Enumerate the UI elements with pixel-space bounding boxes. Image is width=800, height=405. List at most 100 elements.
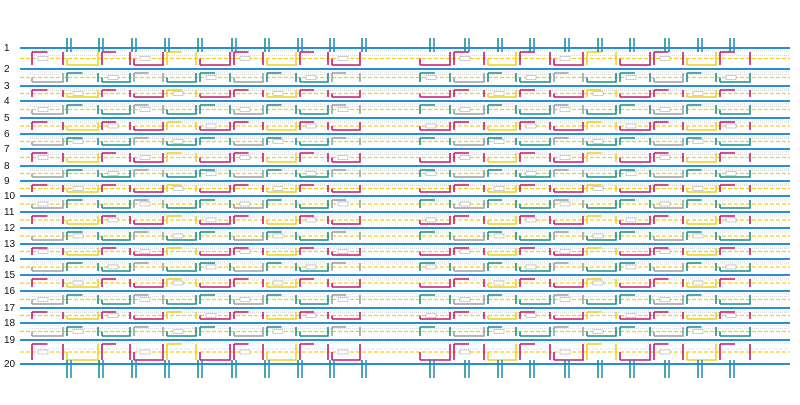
routing-trace	[101, 170, 131, 178]
routing-trace	[487, 137, 517, 145]
cell-tag-box	[107, 123, 119, 129]
routing-trace	[719, 105, 751, 115]
cell-tag-box	[305, 75, 317, 80]
cell-tag-box	[559, 297, 571, 302]
routing-trace	[266, 122, 297, 131]
routing-trace	[266, 312, 297, 320]
cell-tag-box	[139, 349, 151, 355]
routing-trace	[331, 122, 361, 131]
cell-tag-box	[205, 264, 217, 270]
routing-trace	[419, 185, 451, 193]
routing-trace	[331, 216, 361, 225]
routing-trace	[419, 326, 451, 336]
routing-trace	[266, 294, 297, 304]
row-number-label: 19	[4, 335, 16, 346]
routing-trace	[686, 216, 717, 225]
routing-trace	[519, 200, 551, 209]
routing-trace	[519, 215, 551, 224]
cell-tag-box	[592, 91, 604, 96]
routing-trace	[586, 184, 617, 192]
routing-trace	[331, 185, 361, 193]
cell-tag-box	[659, 56, 671, 61]
cell-tag-box	[239, 201, 251, 207]
routing-trace	[66, 326, 99, 336]
routing-trace	[199, 122, 231, 131]
routing-trace	[487, 294, 517, 304]
routing-trace	[101, 327, 131, 337]
cell-tag-box	[425, 217, 437, 223]
routing-trace	[166, 89, 197, 97]
row-number-label: 14	[4, 254, 16, 265]
routing-trace	[686, 122, 717, 131]
routing-trace	[619, 185, 651, 193]
routing-trace	[586, 215, 617, 224]
routing-trace	[553, 294, 584, 304]
routing-trace	[553, 231, 584, 240]
routing-trace	[519, 138, 551, 146]
routing-trace	[31, 121, 64, 130]
routing-trace	[66, 52, 99, 66]
cell-tag-box	[725, 313, 737, 318]
routing-trace	[331, 137, 361, 145]
routing-trace	[66, 137, 99, 145]
routing-trace	[166, 200, 197, 209]
routing-trace	[299, 121, 329, 130]
routing-trace	[233, 73, 264, 83]
routing-trace	[586, 311, 617, 319]
routing-trace	[266, 216, 297, 225]
routing-trace	[553, 72, 584, 82]
routing-trace	[31, 215, 64, 224]
routing-trace	[487, 248, 517, 256]
routing-trace	[419, 216, 451, 225]
bus-lines	[20, 47, 790, 365]
routing-trace	[233, 343, 264, 360]
cell-tag-box	[559, 201, 571, 207]
cell-tag-box	[625, 123, 637, 129]
routing-trace	[653, 73, 684, 83]
row-number-label: 15	[4, 270, 16, 281]
routing-trace	[686, 231, 717, 240]
cell-tag-box	[37, 56, 49, 61]
routing-trace	[199, 344, 231, 361]
routing-trace	[719, 327, 751, 337]
routing-trace	[66, 262, 99, 271]
cell-tag-box	[305, 264, 317, 270]
cell-tag-box	[692, 280, 704, 286]
routing-trace	[299, 232, 329, 241]
routing-trace	[199, 326, 231, 336]
routing-trace	[31, 170, 64, 178]
routing-trace	[653, 152, 684, 162]
routing-trace	[619, 216, 651, 225]
cell-tag-box	[493, 329, 505, 334]
routing-trace	[166, 184, 197, 192]
routing-trace	[619, 52, 651, 66]
routing-trace	[199, 216, 231, 225]
routing-trace	[331, 169, 361, 177]
routing-trace	[66, 169, 99, 177]
routing-trace	[101, 138, 131, 146]
routing-trace	[166, 105, 197, 115]
routing-trace	[553, 344, 584, 361]
cell-tag-box	[239, 349, 251, 355]
routing-trace	[653, 200, 684, 209]
routing-trace	[199, 294, 231, 304]
routing-trace	[419, 312, 451, 320]
routing-trace	[686, 104, 717, 114]
routing-trace	[133, 137, 164, 145]
routing-trace	[519, 263, 551, 272]
routing-trace	[233, 295, 264, 305]
routing-trace	[553, 216, 584, 225]
routing-trace	[519, 343, 551, 360]
cell-tag-box	[107, 264, 119, 270]
cell-tag-box	[72, 233, 84, 239]
cell-tag-box	[525, 75, 537, 80]
routing-trace	[266, 90, 297, 98]
routing-trace	[101, 89, 131, 97]
routing-trace	[453, 89, 485, 97]
cell-tag-box	[725, 217, 737, 223]
cell-tag-box	[337, 201, 349, 207]
routing-trace	[553, 279, 584, 288]
routing-trace	[453, 200, 485, 209]
